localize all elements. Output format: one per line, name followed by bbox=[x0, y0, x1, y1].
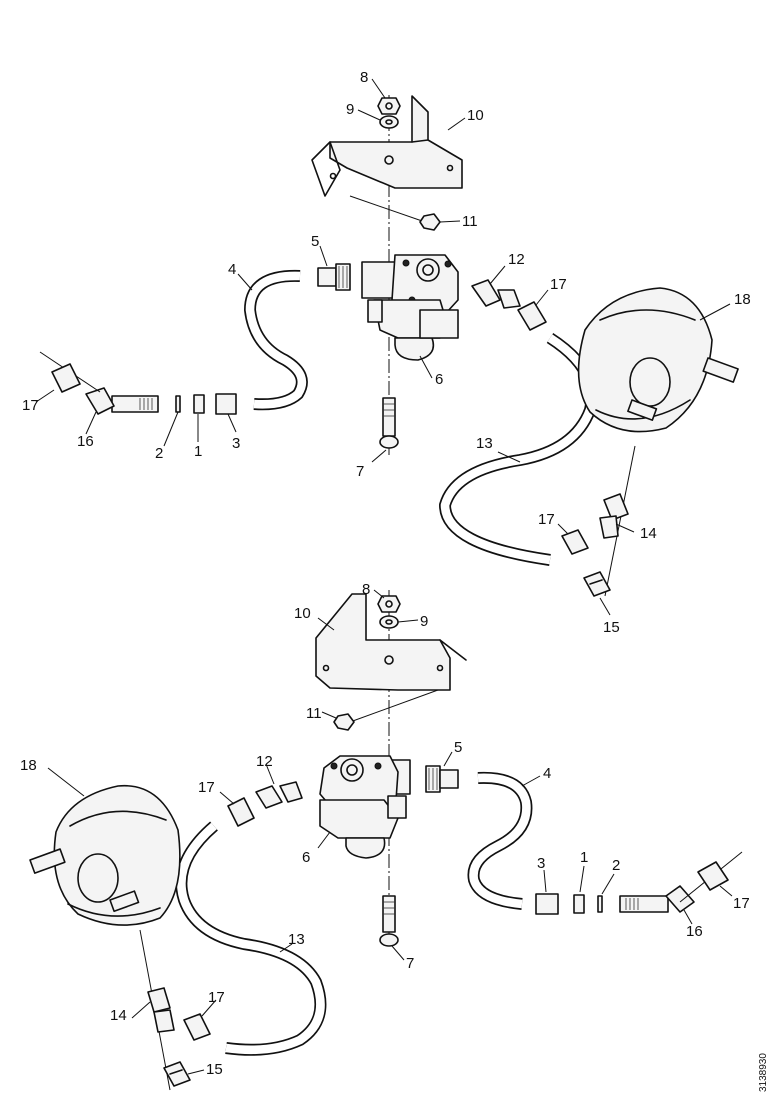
top-callout-11: 11 bbox=[462, 213, 478, 230]
top-elbow-12 bbox=[471, 279, 521, 309]
top-brake-chamber-18 bbox=[577, 287, 739, 433]
top-assembly: 8 9 10 11 5 4 12 17 18 6 17 16 2 bbox=[22, 69, 751, 636]
bottom-callout-2: 2 bbox=[612, 857, 620, 874]
bottom-callout-9: 9 bbox=[420, 613, 428, 630]
top-hose-13 bbox=[439, 332, 598, 566]
top-callout-3: 3 bbox=[232, 435, 240, 452]
bottom-callout-7: 7 bbox=[406, 955, 414, 972]
top-clip-15 bbox=[583, 571, 611, 597]
bottom-fitting-17-left bbox=[227, 797, 255, 827]
top-callouts: 8 9 10 11 5 4 12 17 18 6 17 16 2 bbox=[22, 69, 751, 636]
top-fitting-3 bbox=[215, 393, 237, 415]
top-fitting-5 bbox=[317, 263, 351, 291]
top-callout-2: 2 bbox=[155, 445, 163, 462]
bottom-clip-15 bbox=[163, 1061, 191, 1087]
bottom-callout-4: 4 bbox=[543, 765, 551, 782]
bottom-callout-11: 11 bbox=[306, 705, 322, 722]
top-cap-17-left bbox=[39, 351, 101, 393]
top-callout-6: 6 bbox=[435, 371, 443, 388]
bottom-fitting-3 bbox=[535, 893, 559, 915]
top-nut-1 bbox=[193, 394, 205, 414]
bottom-hose-13 bbox=[175, 821, 327, 1056]
top-callout-9: 9 bbox=[346, 101, 354, 118]
bottom-nut-1 bbox=[573, 894, 585, 914]
bottom-callout-12: 12 bbox=[256, 753, 273, 770]
top-callout-17-right: 17 bbox=[550, 276, 567, 293]
top-callout-1: 1 bbox=[194, 443, 202, 460]
bottom-hose-4 bbox=[467, 771, 533, 910]
top-washer-2 bbox=[175, 395, 181, 413]
bottom-callout-5: 5 bbox=[454, 739, 462, 756]
bottom-nut-8 bbox=[377, 595, 401, 613]
bottom-bolt-11 bbox=[333, 689, 439, 731]
bottom-callout-17-left: 17 bbox=[198, 779, 215, 796]
bottom-callout-17-right: 17 bbox=[733, 895, 750, 912]
bottom-elbow-12 bbox=[255, 781, 303, 809]
bottom-elbow-16 bbox=[619, 885, 695, 913]
top-callout-8: 8 bbox=[360, 69, 368, 86]
top-bolt-11 bbox=[349, 195, 441, 231]
top-callout-13: 13 bbox=[476, 435, 493, 452]
top-callout-7: 7 bbox=[356, 463, 364, 480]
top-hose-4 bbox=[244, 269, 308, 411]
top-washer-9 bbox=[379, 115, 399, 129]
top-bolt-7 bbox=[379, 397, 399, 449]
top-fitting-17-right bbox=[517, 301, 547, 331]
bottom-cap-17-right bbox=[679, 851, 743, 903]
top-fitting-17-lower bbox=[561, 529, 589, 555]
top-bracket-10 bbox=[311, 95, 463, 197]
bottom-callout-10: 10 bbox=[294, 605, 311, 622]
bottom-washer-9 bbox=[379, 615, 399, 629]
bottom-callout-18: 18 bbox=[20, 757, 37, 774]
top-callout-17-lower: 17 bbox=[538, 511, 555, 528]
top-elbow-14 bbox=[599, 445, 636, 597]
figure-reference-code: 3138930 bbox=[758, 1053, 769, 1092]
bottom-callout-17-lower: 17 bbox=[208, 989, 225, 1006]
top-callout-4: 4 bbox=[228, 261, 236, 278]
top-callout-18: 18 bbox=[734, 291, 751, 308]
top-nut-8 bbox=[377, 97, 401, 115]
bottom-elbow-14 bbox=[139, 929, 175, 1091]
bottom-callout-6: 6 bbox=[302, 849, 310, 866]
bottom-fitting-17-lower bbox=[183, 1013, 211, 1041]
bottom-callout-15: 15 bbox=[206, 1061, 223, 1078]
bottom-bolt-7 bbox=[379, 895, 399, 947]
bottom-washer-2 bbox=[597, 895, 603, 913]
top-callout-14: 14 bbox=[640, 525, 657, 542]
bottom-callout-1: 1 bbox=[580, 849, 588, 866]
top-callout-5: 5 bbox=[311, 233, 319, 250]
top-valve-6 bbox=[361, 254, 459, 361]
bottom-assembly: 8 9 10 11 12 5 4 18 17 6 3 1 2 bbox=[20, 581, 750, 1091]
top-callout-16: 16 bbox=[77, 433, 94, 450]
top-callout-17-left: 17 bbox=[22, 397, 39, 414]
top-callout-15: 15 bbox=[603, 619, 620, 636]
bottom-callouts: 8 9 10 11 12 5 4 18 17 6 3 1 2 bbox=[20, 581, 750, 1078]
top-callout-10: 10 bbox=[467, 107, 484, 124]
bottom-fitting-5 bbox=[425, 765, 459, 793]
bottom-callout-16: 16 bbox=[686, 923, 703, 940]
bottom-callout-13: 13 bbox=[288, 931, 305, 948]
bottom-brake-chamber-18 bbox=[29, 784, 181, 926]
bottom-callout-8: 8 bbox=[362, 581, 370, 598]
bottom-callout-14: 14 bbox=[110, 1007, 127, 1024]
bottom-bracket-10 bbox=[315, 593, 467, 691]
top-elbow-16 bbox=[85, 387, 159, 415]
bottom-valve-6 bbox=[319, 755, 411, 859]
bottom-callout-3: 3 bbox=[537, 855, 545, 872]
top-callout-12: 12 bbox=[508, 251, 525, 268]
